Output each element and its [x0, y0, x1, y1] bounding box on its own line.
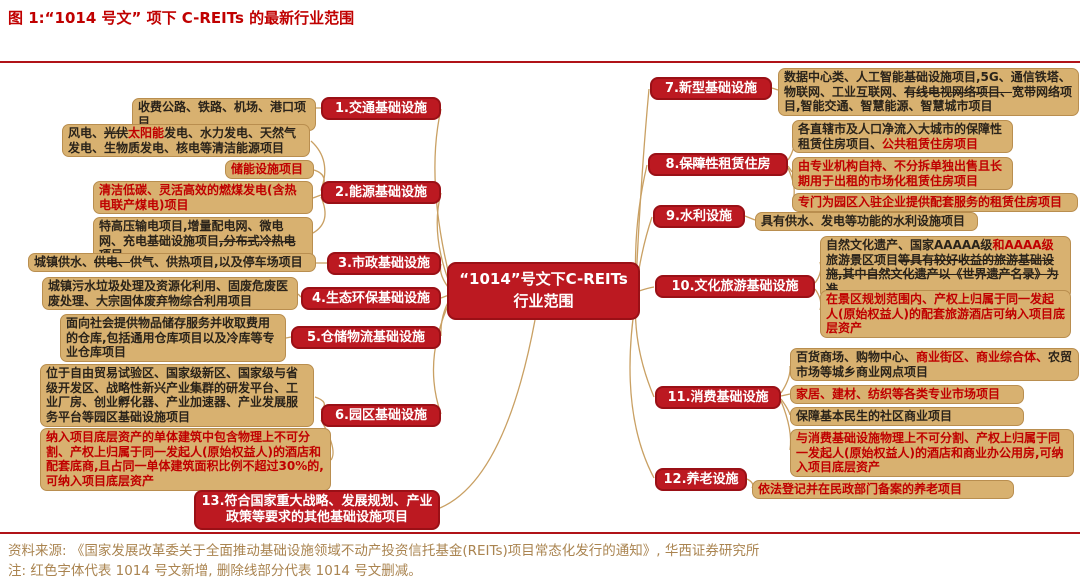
central-topic-line2: 行业范围	[513, 292, 574, 310]
leaf-water-facilities: 具有供水、发电等功能的水利设施项目	[755, 212, 978, 231]
leaf-elderly-registered: 依法登记并在民政部门备案的养老项目	[752, 480, 1014, 499]
branch-node-12-elderly: 12.养老设施	[655, 468, 747, 491]
leaf-tourism-hotel: 在景区规划范围内、产权上归属于同一发起人(原始权益人)的配套旅游酒店可纳入项目底…	[820, 290, 1071, 338]
branch-node-2-energy: 2.能源基础设施	[321, 181, 441, 204]
branch-node-10-tourism: 10.文化旅游基础设施	[655, 275, 815, 298]
leaf-newinfra-datacenter: 数据中心类、人工智能基础设施项目,5G、通信铁塔、物联网、工业互联网、有线电视网…	[778, 68, 1079, 116]
leaf-consumer-markets: 家居、建材、纺织等各类专业市场项目	[790, 385, 1024, 404]
title-divider-line	[0, 61, 1080, 63]
leaf-consumer-community: 保障基本民生的社区商业项目	[790, 407, 1024, 426]
branch-node-13-other: 13.符合国家重大战略、发展规划、产业政策等要求的其他基础设施项目	[194, 490, 440, 530]
leaf-housing-park-service: 专门为园区入驻企业提供配套服务的租赁住房项目	[792, 193, 1078, 212]
branch-node-6-park: 6.园区基础设施	[321, 404, 441, 427]
branch-node-4-eco: 4.生态环保基础设施	[301, 287, 441, 310]
note-line: 注: 红色字体代表 1014 号文新增, 删除线部分代表 1014 号文删减。	[8, 563, 422, 579]
central-topic-line1: “1014”号文下C-REITs	[459, 270, 628, 289]
leaf-consumer-malls: 百货商场、购物中心、商业街区、商业综合体、农贸市场等城乡商业网点项目	[790, 348, 1079, 382]
leaf-consumer-hotel-office: 与消费基础设施物理上不可分割、产权上归属于同一发起人(原始权益人)的酒店和商业办…	[790, 429, 1074, 477]
branch-node-5-warehouse: 5.仓储物流基础设施	[291, 326, 441, 349]
leaf-energy-coal: 清洁低碳、灵活高效的燃煤发电(含热电联产煤电)项目	[93, 181, 313, 215]
leaf-park-hotel-retail: 纳入项目底层资产的单体建筑中包含物理上不可分割、产权上归属于同一发起人(原始权益…	[40, 428, 331, 491]
source-line: 资料来源: 《国家发展改革委关于全面推动基础设施领域不动产投资信托基金(REIT…	[8, 543, 760, 559]
leaf-tourism-scenic: 自然文化遗产、国家AAAAA级和AAAA级旅游景区项目等具有较好收益的旅游基础设…	[820, 236, 1071, 299]
leaf-eco-waste: 城镇污水垃圾处理及资源化利用、固废危废医废处理、大宗固体废弃物综合利用项目	[42, 277, 298, 311]
leaf-housing-guaranteed: 各直辖市及人口净流入大城市的保障性租赁住房项目、公共租赁住房项目	[792, 120, 1013, 154]
figure-title: 图 1:“1014 号文” 项下 C-REITs 的最新行业范围	[8, 9, 355, 27]
branch-node-1-transport: 1.交通基础设施	[321, 97, 441, 120]
leaf-park-zones: 位于自由贸易试验区、国家级新区、国家级与省级开发区、战略性新兴产业集群的研发平台…	[40, 364, 314, 427]
branch-node-11-consumer: 11.消费基础设施	[655, 386, 781, 409]
leaf-warehouse-storage: 面向社会提供物品储存服务并收取费用的仓库,包括通用仓库项目以及冷库等专业仓库项目	[60, 314, 286, 362]
central-topic-node: “1014”号文下C-REITs 行业范围	[447, 262, 640, 320]
leaf-energy-storage: 储能设施项目	[225, 160, 314, 179]
leaf-municipal-utilities: 城镇供水、供电、供气、供热项目,以及停车场项目	[28, 253, 316, 272]
branch-node-7-new-infra: 7.新型基础设施	[650, 77, 772, 100]
branch-node-9-water: 9.水利设施	[653, 205, 745, 228]
footer-divider-line	[0, 532, 1080, 534]
branch-node-8-rental-housing: 8.保障性租赁住房	[648, 153, 788, 176]
branch-node-3-municipal: 3.市政基础设施	[327, 252, 441, 275]
leaf-housing-market: 由专业机构自持、不分拆单独出售且长期用于出租的市场化租赁住房项目	[792, 157, 1013, 191]
leaf-energy-clean: 风电、光伏太阳能发电、水力发电、天然气发电、生物质发电、核电等清洁能源项目	[62, 124, 310, 158]
